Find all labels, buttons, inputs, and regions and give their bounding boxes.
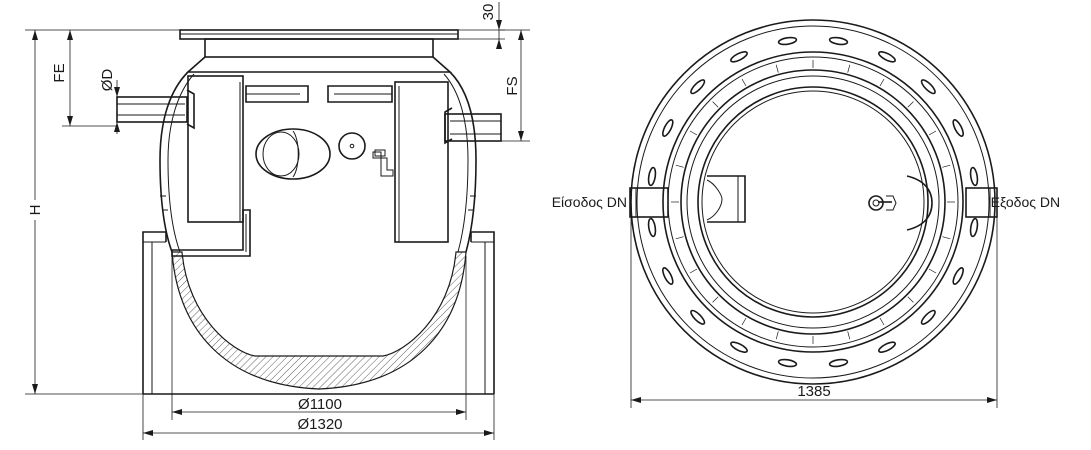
height-label: H [27,205,44,216]
ring-tick [675,164,684,168]
plan-outlet-stub [965,187,998,218]
outlet-baffle [372,81,449,243]
inner-diameter-label: Ø1100 [298,396,342,413]
side-view: H FE ØD 30 [25,2,530,440]
outlet-label: Έξοδος DN [988,194,1060,210]
concentric-rings [630,19,996,385]
rim-slot [969,166,979,187]
rim-slot [777,36,798,46]
plan-view: Είσοδος DN Έξοδος DN 1385 [552,19,1060,408]
plan-width-dimension: 1385 [630,210,998,408]
tank-shell [159,71,477,253]
ring-tick [928,130,937,136]
ring-tick [907,296,914,303]
ring-tick [675,236,684,240]
ring-tick [741,317,747,326]
rim-slot [969,217,979,238]
ring-tick [928,268,937,274]
ring-tick [879,78,885,87]
ring-tick [775,331,779,340]
tank-bottom-wall [171,251,467,390]
od-dimension: ØD [99,69,120,134]
outer-diameter-dimension: Ø1320 [142,394,495,440]
inner-diameter-dimension: Ø1100 [171,256,467,420]
ring-tick [712,296,719,303]
rim-slot [730,341,748,353]
plan-inlet-stub [629,187,669,218]
rim-slot [828,358,849,368]
cover-and-neck [179,29,459,73]
rim-slot [920,79,936,95]
plan-width-label: 1385 [797,383,830,400]
rim-slot [690,309,706,325]
ring-tick [689,268,698,274]
plan-inlet-baffle [706,175,746,223]
ring-tick [879,317,885,326]
cover-thickness-label: 30 [480,4,497,21]
inlet-label: Είσοδος DN [552,194,627,210]
rim-slot [647,166,657,187]
rim-slot [777,358,798,368]
rim-slot [647,217,657,238]
rim-slot [690,79,706,95]
rim-slot [662,119,674,137]
ring-tick [741,78,747,87]
top-bars [245,85,393,103]
rim-slot [952,267,964,285]
ring-tick [907,101,914,108]
cover-thickness-dimension: 30 [458,2,505,49]
internal-openings [255,128,366,180]
plan-outlet-fitting [868,175,933,231]
outer-diameter-label: Ø1320 [297,416,342,433]
od-label: ØD [99,69,116,92]
fe-dimension: FE [51,30,117,127]
rim-slot [920,309,936,325]
height-dimension: H [25,29,180,395]
rim-slot [730,51,748,63]
rim-slot [828,36,849,46]
ring-tick [775,64,779,73]
inlet-pipe [116,89,195,130]
rim-slot [878,51,896,63]
fe-label: FE [51,63,68,82]
ring-tick [847,64,851,73]
outer-cylinder [142,231,495,395]
ring-tick [942,236,951,240]
ring-tick [847,331,851,340]
ring-tick [712,101,719,108]
rim-slots [647,36,979,368]
rim-slot [952,119,964,137]
ring-tick [942,164,951,168]
inlet-baffle [171,75,251,257]
fs-dimension: FS [500,29,530,142]
rim-slot [662,267,674,285]
rim-slot [878,341,896,353]
fs-label: FS [504,76,521,95]
ring-tick [689,130,698,136]
